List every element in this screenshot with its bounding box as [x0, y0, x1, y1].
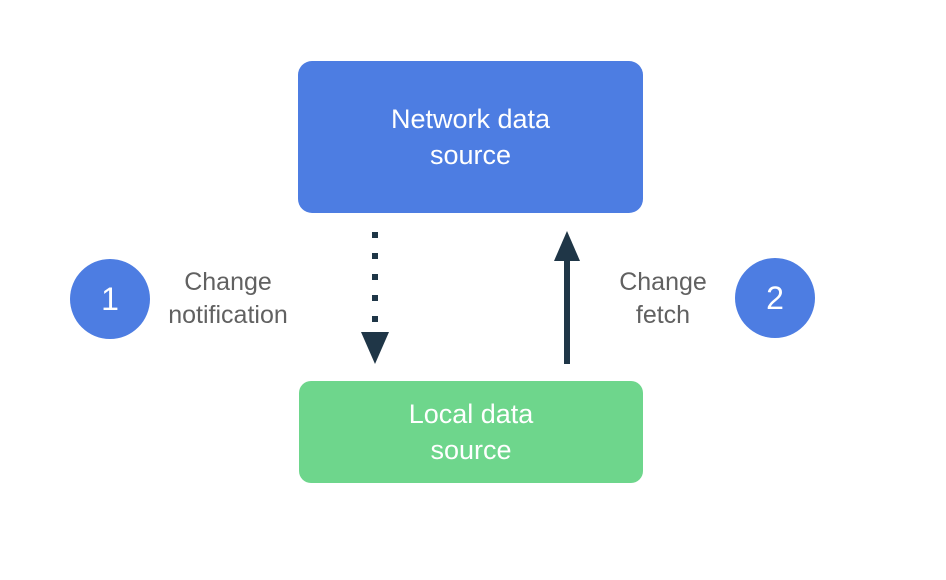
step-2-number: 2: [766, 279, 784, 316]
change-notification-label: Change notification: [168, 268, 288, 329]
change-fetch-arrowhead-icon: [554, 231, 580, 261]
local-data-source-node: Local data source: [299, 381, 643, 483]
network-data-source-label: Network data source: [390, 104, 551, 170]
local-data-source-label: Local data source: [408, 399, 534, 465]
step-2-badge: 2: [735, 258, 815, 338]
step-1-number: 1: [101, 280, 119, 317]
change-fetch-label: Change fetch: [619, 268, 707, 329]
change-notification-arrowhead-icon: [361, 332, 389, 364]
network-data-source-node: Network data source: [298, 61, 643, 213]
change-notification-arrow-line: [372, 232, 378, 328]
step-1-badge: 1: [70, 259, 150, 339]
change-fetch-arrow-line: [564, 256, 570, 364]
